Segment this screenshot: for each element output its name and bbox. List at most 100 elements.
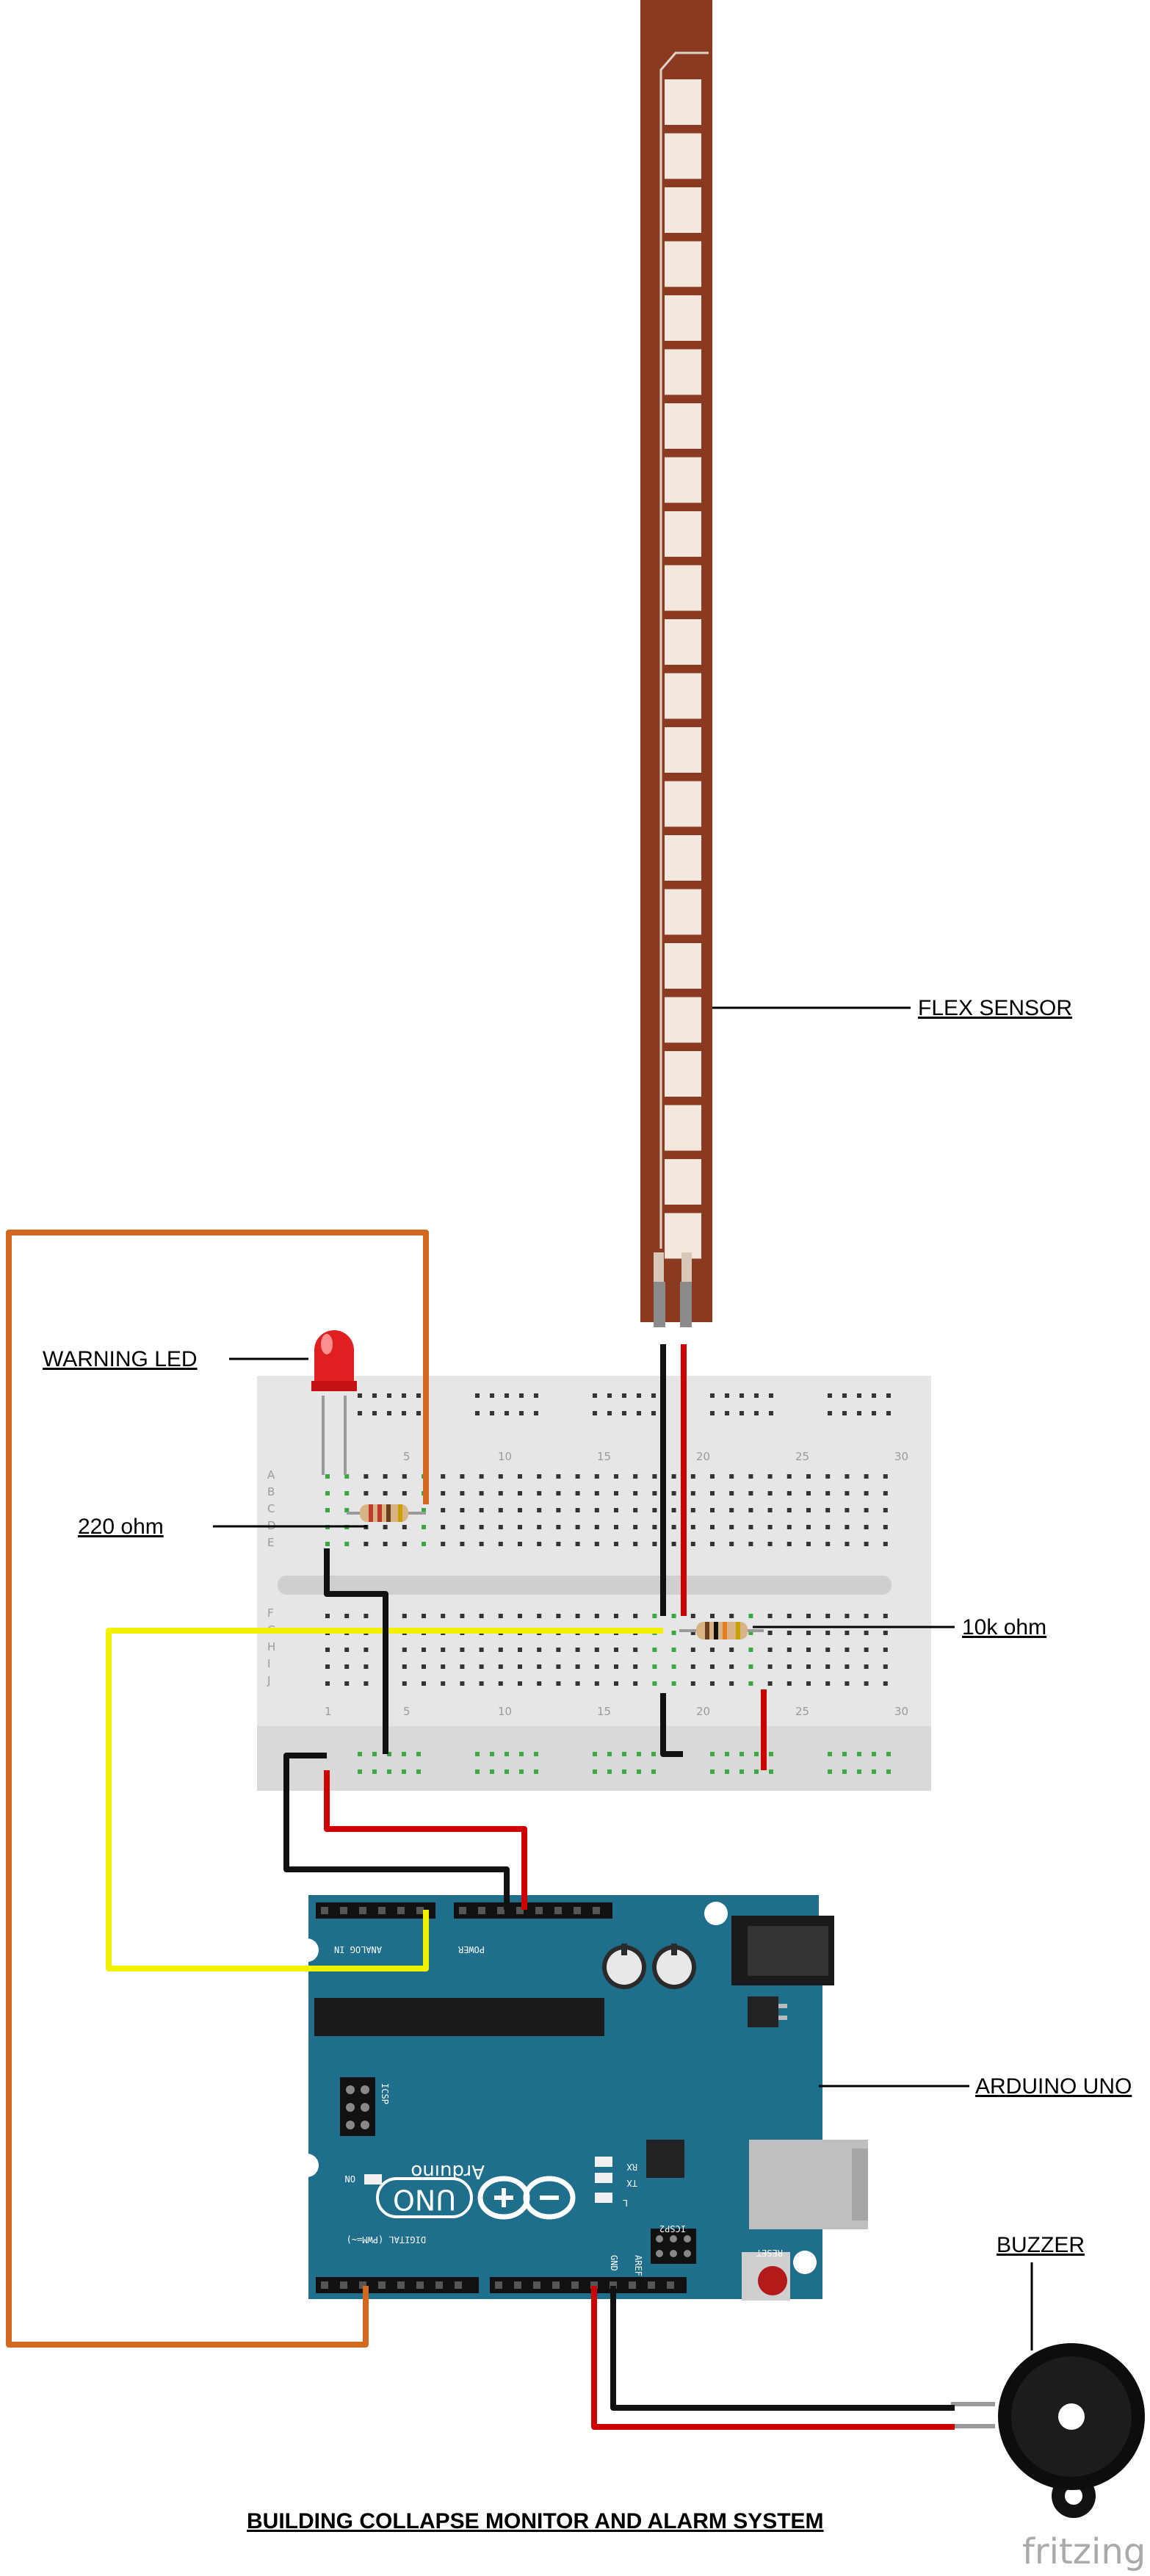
flex-segment xyxy=(665,673,701,719)
icsp-pin xyxy=(346,2085,355,2094)
breadboard-hole xyxy=(575,1681,580,1686)
breadboard-hole xyxy=(518,1474,522,1479)
breadboard-hole xyxy=(845,1648,850,1652)
icsp-pin xyxy=(346,2103,355,2112)
rail-hole xyxy=(475,1393,480,1398)
breadboard-hole xyxy=(518,1542,522,1546)
breadboard-hole xyxy=(748,1648,753,1652)
breadboard-hole xyxy=(767,1681,773,1686)
breadboard-hole xyxy=(614,1681,618,1686)
breadboard-hole xyxy=(883,1542,888,1546)
breadboard-hole xyxy=(883,1525,888,1529)
breadboard-hole xyxy=(825,1648,831,1652)
aref-label: AREF xyxy=(633,2255,643,2276)
rail-hole xyxy=(622,1752,626,1756)
breadboard-hole xyxy=(479,1664,484,1669)
breadboard-hole xyxy=(460,1681,465,1686)
icsp2-pin xyxy=(684,2250,691,2257)
breadboard-hole xyxy=(614,1648,618,1652)
breadboard-hole xyxy=(633,1474,638,1479)
rail-hole xyxy=(416,1769,421,1774)
breadboard-hole xyxy=(479,1681,484,1686)
breadboard-hole xyxy=(883,1631,888,1635)
row-letter-j: J xyxy=(267,1674,270,1687)
wire-black-gnd xyxy=(283,1753,510,1910)
flex-segment xyxy=(665,1051,701,1097)
breadboard-hole xyxy=(671,1508,676,1512)
breadboard-hole xyxy=(575,1525,580,1529)
breadboard-hole xyxy=(825,1614,831,1618)
breadboard-hole xyxy=(479,1491,484,1496)
breadboard-hole xyxy=(614,1614,618,1618)
breadboard-hole xyxy=(594,1491,599,1496)
wire-buzzer-black xyxy=(610,2286,955,2411)
breadboard-hole xyxy=(671,1648,676,1652)
breadboard-hole xyxy=(729,1508,734,1512)
breadboard-hole xyxy=(460,1542,465,1546)
rail-hole xyxy=(358,1393,362,1398)
breadboard-hole xyxy=(537,1508,542,1512)
breadboard-hole xyxy=(748,1542,753,1546)
rail-hole xyxy=(842,1752,847,1756)
breadboard-hole xyxy=(633,1614,638,1618)
breadboard-hole xyxy=(594,1508,599,1512)
rail-hole xyxy=(534,1752,538,1756)
rail-hole xyxy=(754,1411,759,1415)
breadboard-hole xyxy=(652,1525,657,1529)
breadboard-hole xyxy=(864,1681,869,1686)
breadboard-hole xyxy=(344,1614,350,1618)
flex-sensor xyxy=(640,0,712,1327)
rail-hole xyxy=(886,1769,891,1774)
breadboard-hole xyxy=(460,1508,465,1512)
digital-label: DIGITAL (PWM=~) xyxy=(347,2234,426,2245)
col-number-10: 10 xyxy=(498,1450,512,1463)
rail-hole xyxy=(402,1411,406,1415)
reset-label: RESET xyxy=(756,2248,783,2258)
breadboard-hole xyxy=(710,1681,715,1686)
breadboard-hole xyxy=(729,1474,734,1479)
breadboard-hole xyxy=(767,1614,773,1618)
rail-hole xyxy=(754,1769,759,1774)
breadboard-hole xyxy=(883,1664,888,1669)
breadboard-hole xyxy=(402,1525,407,1529)
breadboard-hole xyxy=(825,1631,831,1635)
header-pin xyxy=(648,2281,655,2289)
rail-hole xyxy=(754,1393,759,1398)
flex-segment xyxy=(665,889,701,935)
breadboard-hole xyxy=(614,1474,618,1479)
breadboard-hole xyxy=(518,1681,522,1686)
breadboard-hole xyxy=(537,1525,542,1529)
rail-hole xyxy=(519,1393,524,1398)
breadboard-hole xyxy=(441,1508,446,1512)
bottom-number-20: 20 xyxy=(696,1705,710,1718)
wire-black-led xyxy=(324,1548,388,1754)
flex-segment xyxy=(665,349,701,395)
breadboard-hole xyxy=(710,1491,715,1496)
breadboard-hole xyxy=(575,1491,580,1496)
breadboard-hole xyxy=(402,1648,407,1652)
power-label: POWER xyxy=(458,1944,485,1955)
flex-segment xyxy=(665,511,701,557)
breadboard-hole xyxy=(344,1474,350,1479)
icsp2-pin xyxy=(656,2250,663,2257)
rail-hole xyxy=(886,1411,891,1415)
icsp-label: ICSP xyxy=(380,2083,390,2104)
breadboard-hole xyxy=(441,1664,446,1669)
diagram-title: BUILDING COLLAPSE MONITOR AND ALARM SYST… xyxy=(247,2509,824,2533)
header-pin xyxy=(397,1907,405,1914)
icsp2-pin xyxy=(656,2235,663,2243)
breadboard-hole xyxy=(845,1525,850,1529)
breadboard-hole xyxy=(575,1508,580,1512)
breadboard-hole xyxy=(633,1542,638,1546)
breadboard-hole xyxy=(325,1664,330,1669)
rail-hole xyxy=(416,1393,421,1398)
fritzing-watermark: fritzing xyxy=(1022,2531,1146,2572)
breadboard-hole xyxy=(806,1681,811,1686)
rail-hole xyxy=(622,1393,626,1398)
header-pin xyxy=(574,1907,581,1914)
header-pin xyxy=(497,1907,505,1914)
breadboard-hole xyxy=(729,1681,734,1686)
rail-hole xyxy=(505,1411,509,1415)
row-letter-e: E xyxy=(267,1536,274,1549)
rail-hole xyxy=(637,1769,641,1774)
